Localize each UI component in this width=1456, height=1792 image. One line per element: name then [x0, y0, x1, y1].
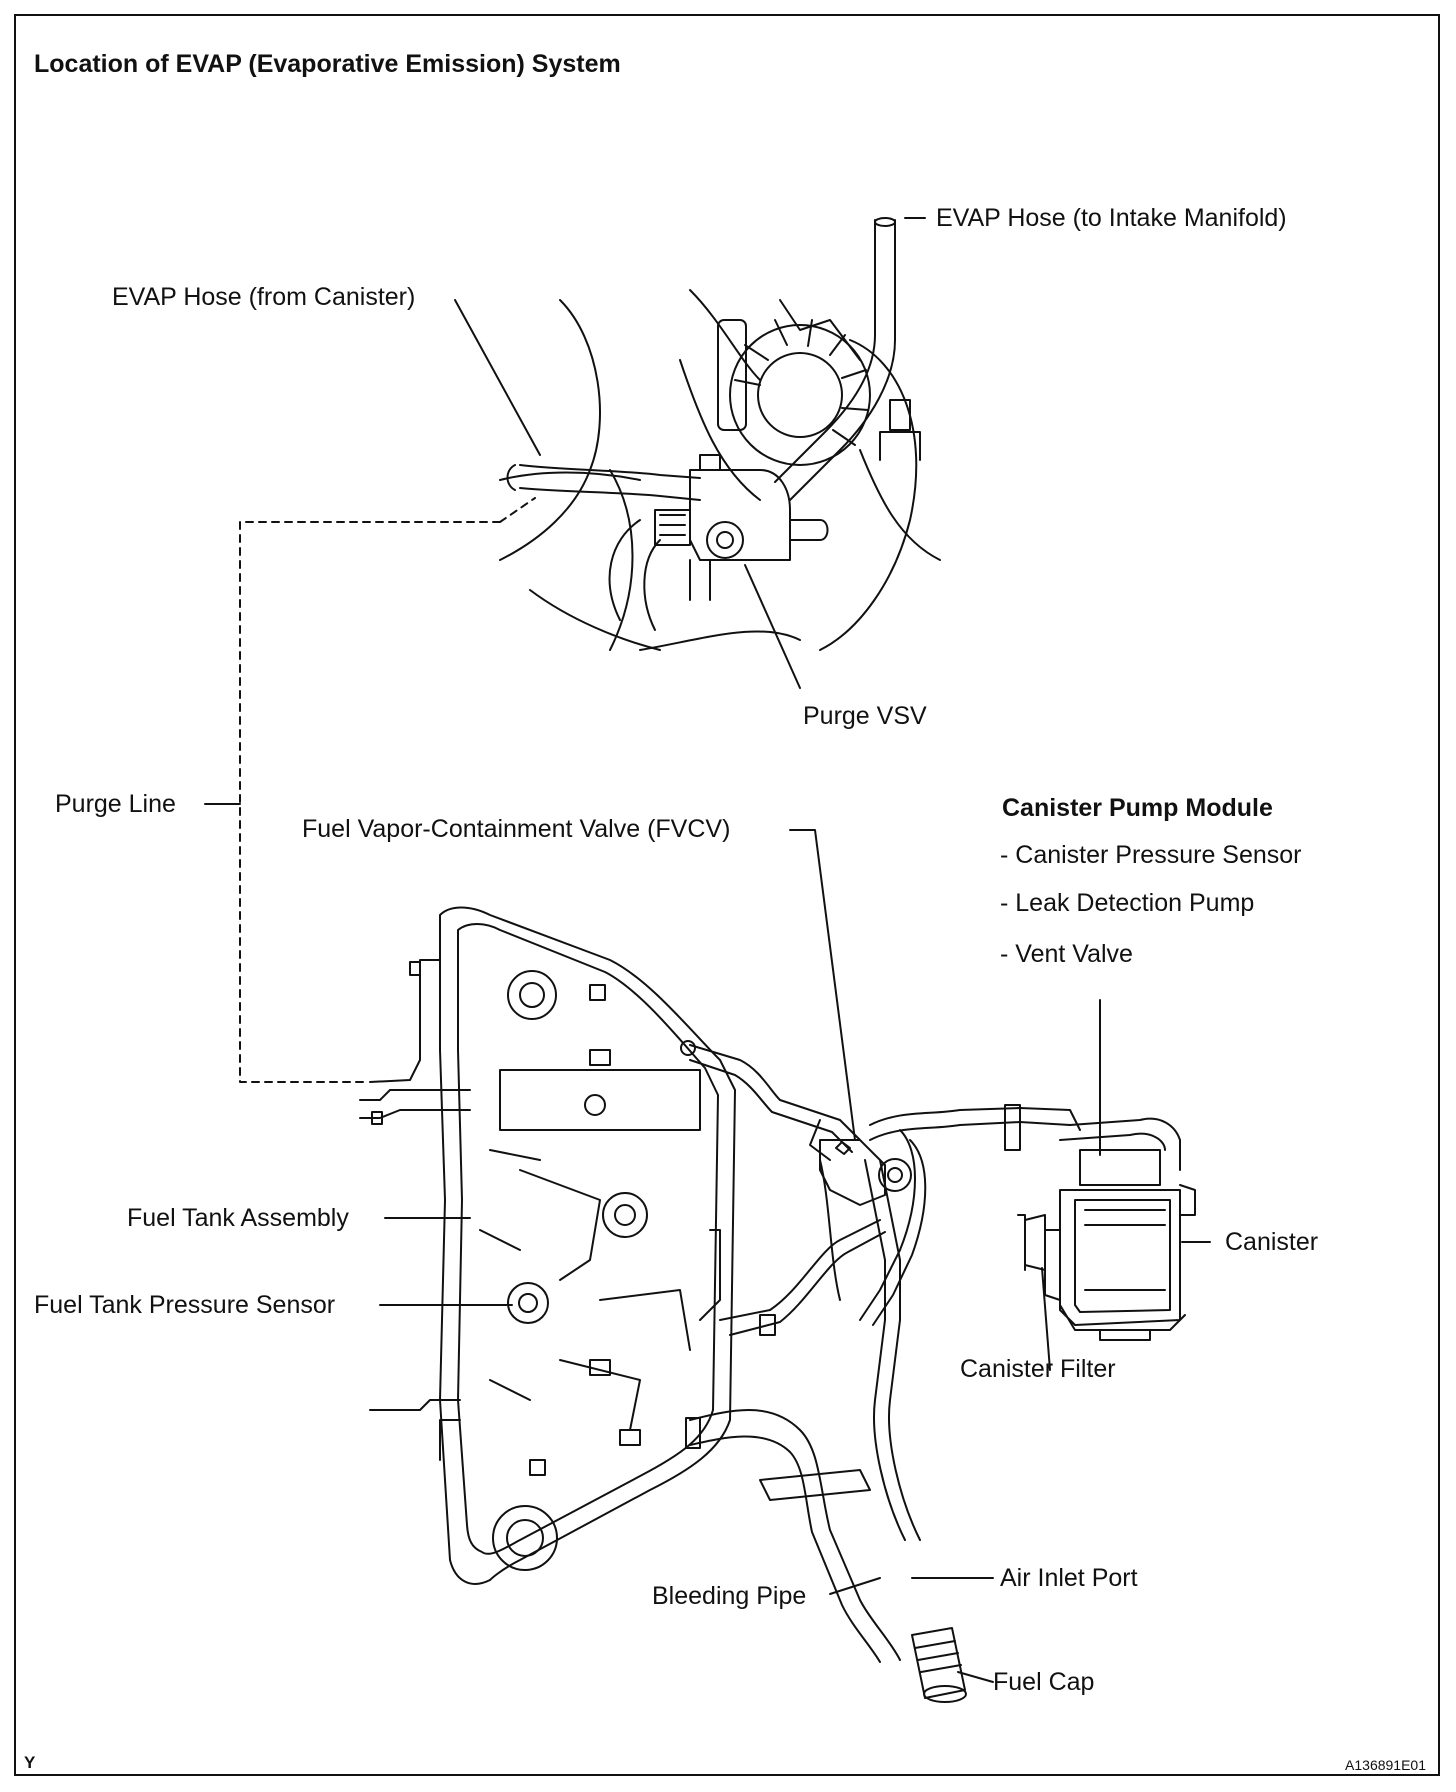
label-canister-filter: Canister Filter — [960, 1355, 1116, 1383]
label-fuel-tank-assembly: Fuel Tank Assembly — [127, 1204, 349, 1232]
label-purge-line: Purge Line — [55, 790, 176, 818]
diagram-frame — [14, 14, 1440, 1776]
fuel-tank-drawing — [359, 906, 967, 1703]
fvcv-drawing — [819, 1139, 912, 1206]
engine-bay-drawing — [499, 217, 941, 651]
label-vent-valve: - Vent Valve — [1000, 940, 1133, 968]
label-evap-hose-canister: EVAP Hose (from Canister) — [112, 283, 416, 311]
leader-evap-hose-canister — [454, 299, 541, 456]
label-fuel-cap: Fuel Cap — [993, 1668, 1095, 1696]
label-evap-hose-intake: EVAP Hose (to Intake Manifold) — [936, 204, 1287, 232]
label-canister-pressure-sensor: - Canister Pressure Sensor — [1000, 841, 1302, 869]
label-canister-pump-module: Canister Pump Module — [1002, 794, 1273, 822]
leader-fvcv — [789, 829, 856, 1141]
label-canister: Canister — [1225, 1228, 1319, 1256]
canister-drawing — [1017, 1117, 1196, 1341]
leader-bleeding-pipe — [829, 1577, 881, 1595]
page-title: Location of EVAP (Evaporative Emission) … — [34, 50, 621, 78]
label-fuel-tank-pressure-sensor: Fuel Tank Pressure Sensor — [34, 1291, 336, 1319]
corner-mark: Y — [24, 1753, 36, 1772]
label-leak-detection-pump: - Leak Detection Pump — [1000, 889, 1255, 917]
fuel-cap-drawing — [911, 1627, 967, 1703]
label-purge-vsv: Purge VSV — [803, 702, 927, 730]
purge-line-dashed — [239, 521, 501, 1083]
leader-canister-filter — [1041, 1267, 1051, 1371]
leader-fuel-cap — [957, 1671, 994, 1683]
vapor-lines — [809, 1104, 1081, 1326]
label-air-inlet-port: Air Inlet Port — [1000, 1564, 1138, 1592]
label-bleeding-pipe: Bleeding Pipe — [652, 1582, 807, 1610]
figure-code: A136891E01 — [1345, 1757, 1426, 1773]
leader-purge-vsv — [744, 564, 801, 689]
label-fvcv: Fuel Vapor-Containment Valve (FVCV) — [302, 815, 731, 843]
